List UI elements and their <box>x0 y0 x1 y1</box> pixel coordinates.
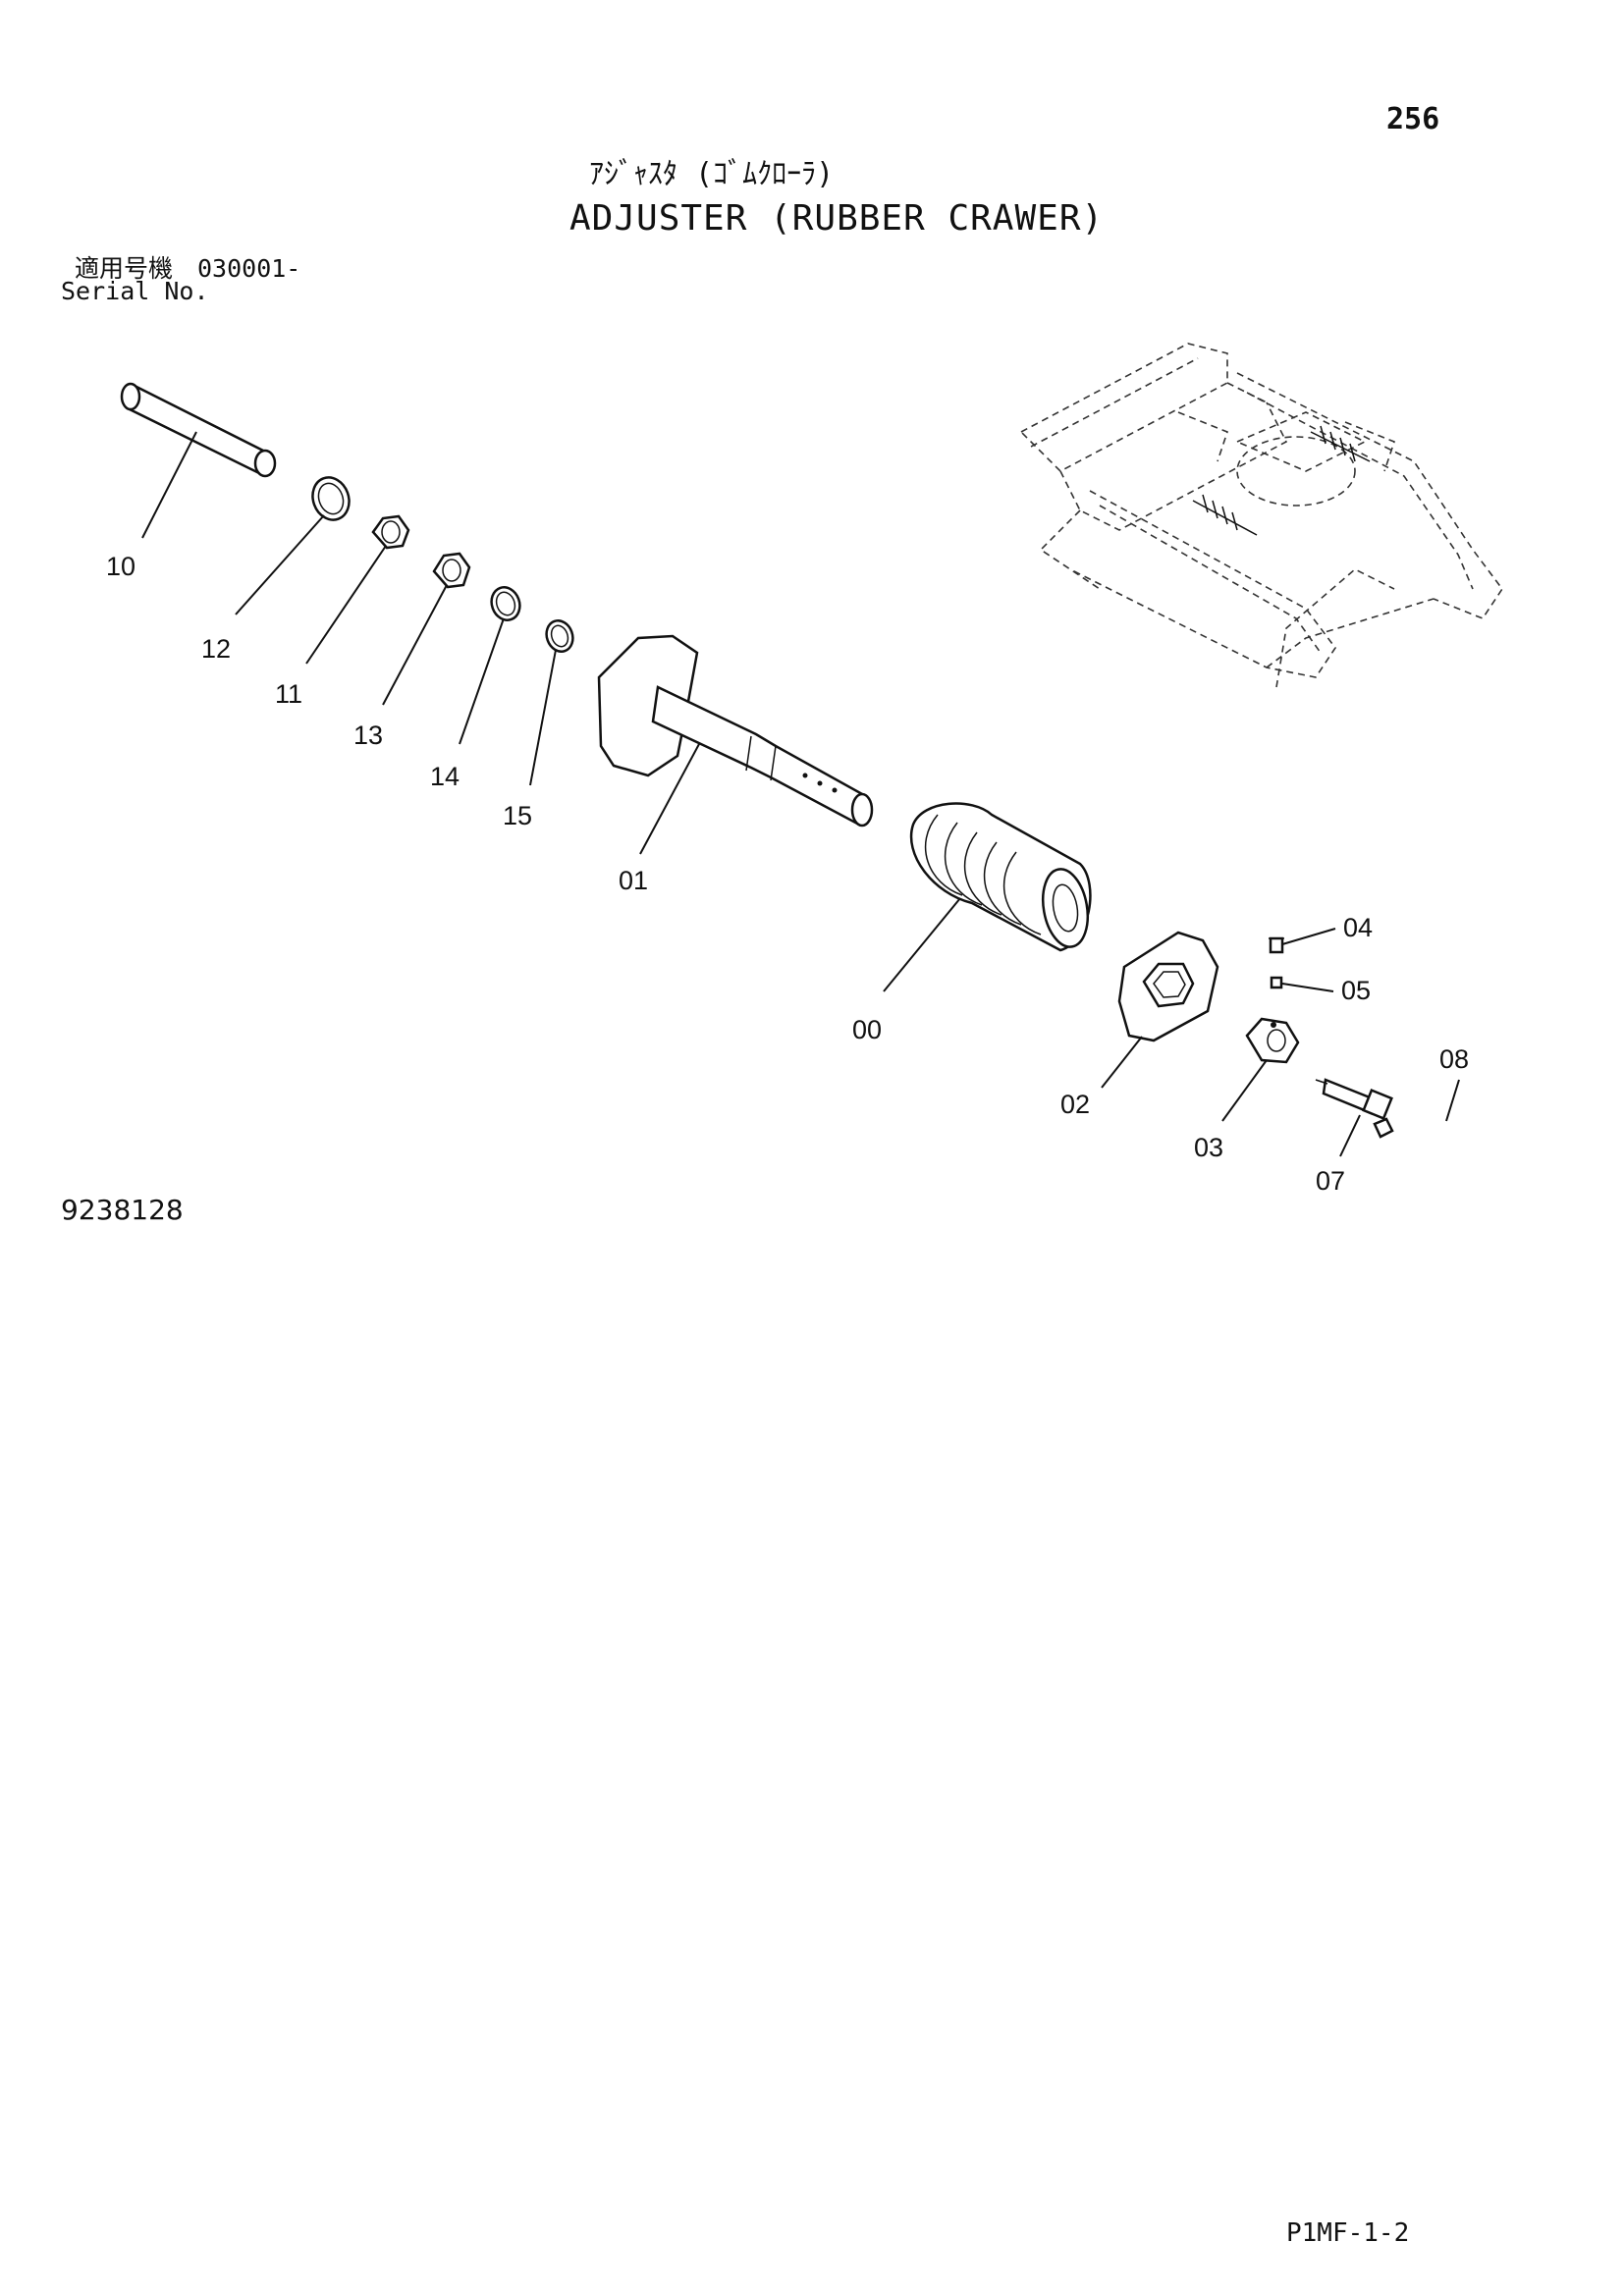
part-02-bracket <box>1117 931 1219 1042</box>
part-15-ring <box>545 619 574 653</box>
page-number: 256 <box>1386 102 1440 136</box>
callout-00: 00 <box>852 1015 882 1044</box>
part-04-cap <box>1269 936 1284 954</box>
part-12-snap-ring <box>311 476 351 521</box>
callout-08: 08 <box>1439 1044 1469 1074</box>
callout-11: 11 <box>275 679 302 709</box>
part-01-rod <box>597 634 874 828</box>
callout-14: 14 <box>430 762 460 791</box>
callout-13: 13 <box>353 721 383 750</box>
part-13-lock-nut <box>432 552 471 589</box>
part-00-spring <box>909 802 1092 952</box>
callout-10: 10 <box>106 552 135 581</box>
part-03-hex-fitting <box>1245 1017 1300 1064</box>
title-english: ADJUSTER (RUBBER CRAWER) <box>569 198 1105 239</box>
part-14-ring <box>490 586 521 621</box>
callout-07: 07 <box>1316 1166 1345 1196</box>
part-10-pin <box>120 382 277 478</box>
part-08-plug <box>1373 1117 1394 1139</box>
part-07-valve <box>1315 1078 1393 1120</box>
callout-04: 04 <box>1343 913 1373 942</box>
part-05-fitting <box>1270 976 1283 989</box>
drawing-number: 9238128 <box>61 1194 184 1226</box>
page-reference: P1MF-1-2 <box>1286 2218 1410 2248</box>
callout-05: 05 <box>1341 976 1371 1005</box>
serial-number-label: Serial No. <box>61 277 209 305</box>
callout-12: 12 <box>201 634 231 664</box>
callout-15: 15 <box>503 801 532 830</box>
callout-01: 01 <box>619 866 648 895</box>
callout-02: 02 <box>1060 1090 1090 1119</box>
title-japanese: ｱｼﾞｬｽﾀ (ｺﾞﾑｸﾛｰﾗ) <box>589 157 835 191</box>
leader-lines <box>141 431 1460 1157</box>
part-11-nut <box>371 514 410 550</box>
serial-range-japanese: 適用号機 030001- <box>75 254 301 283</box>
undercarriage-overview-drawing <box>1019 343 1503 688</box>
callout-03: 03 <box>1194 1133 1223 1162</box>
